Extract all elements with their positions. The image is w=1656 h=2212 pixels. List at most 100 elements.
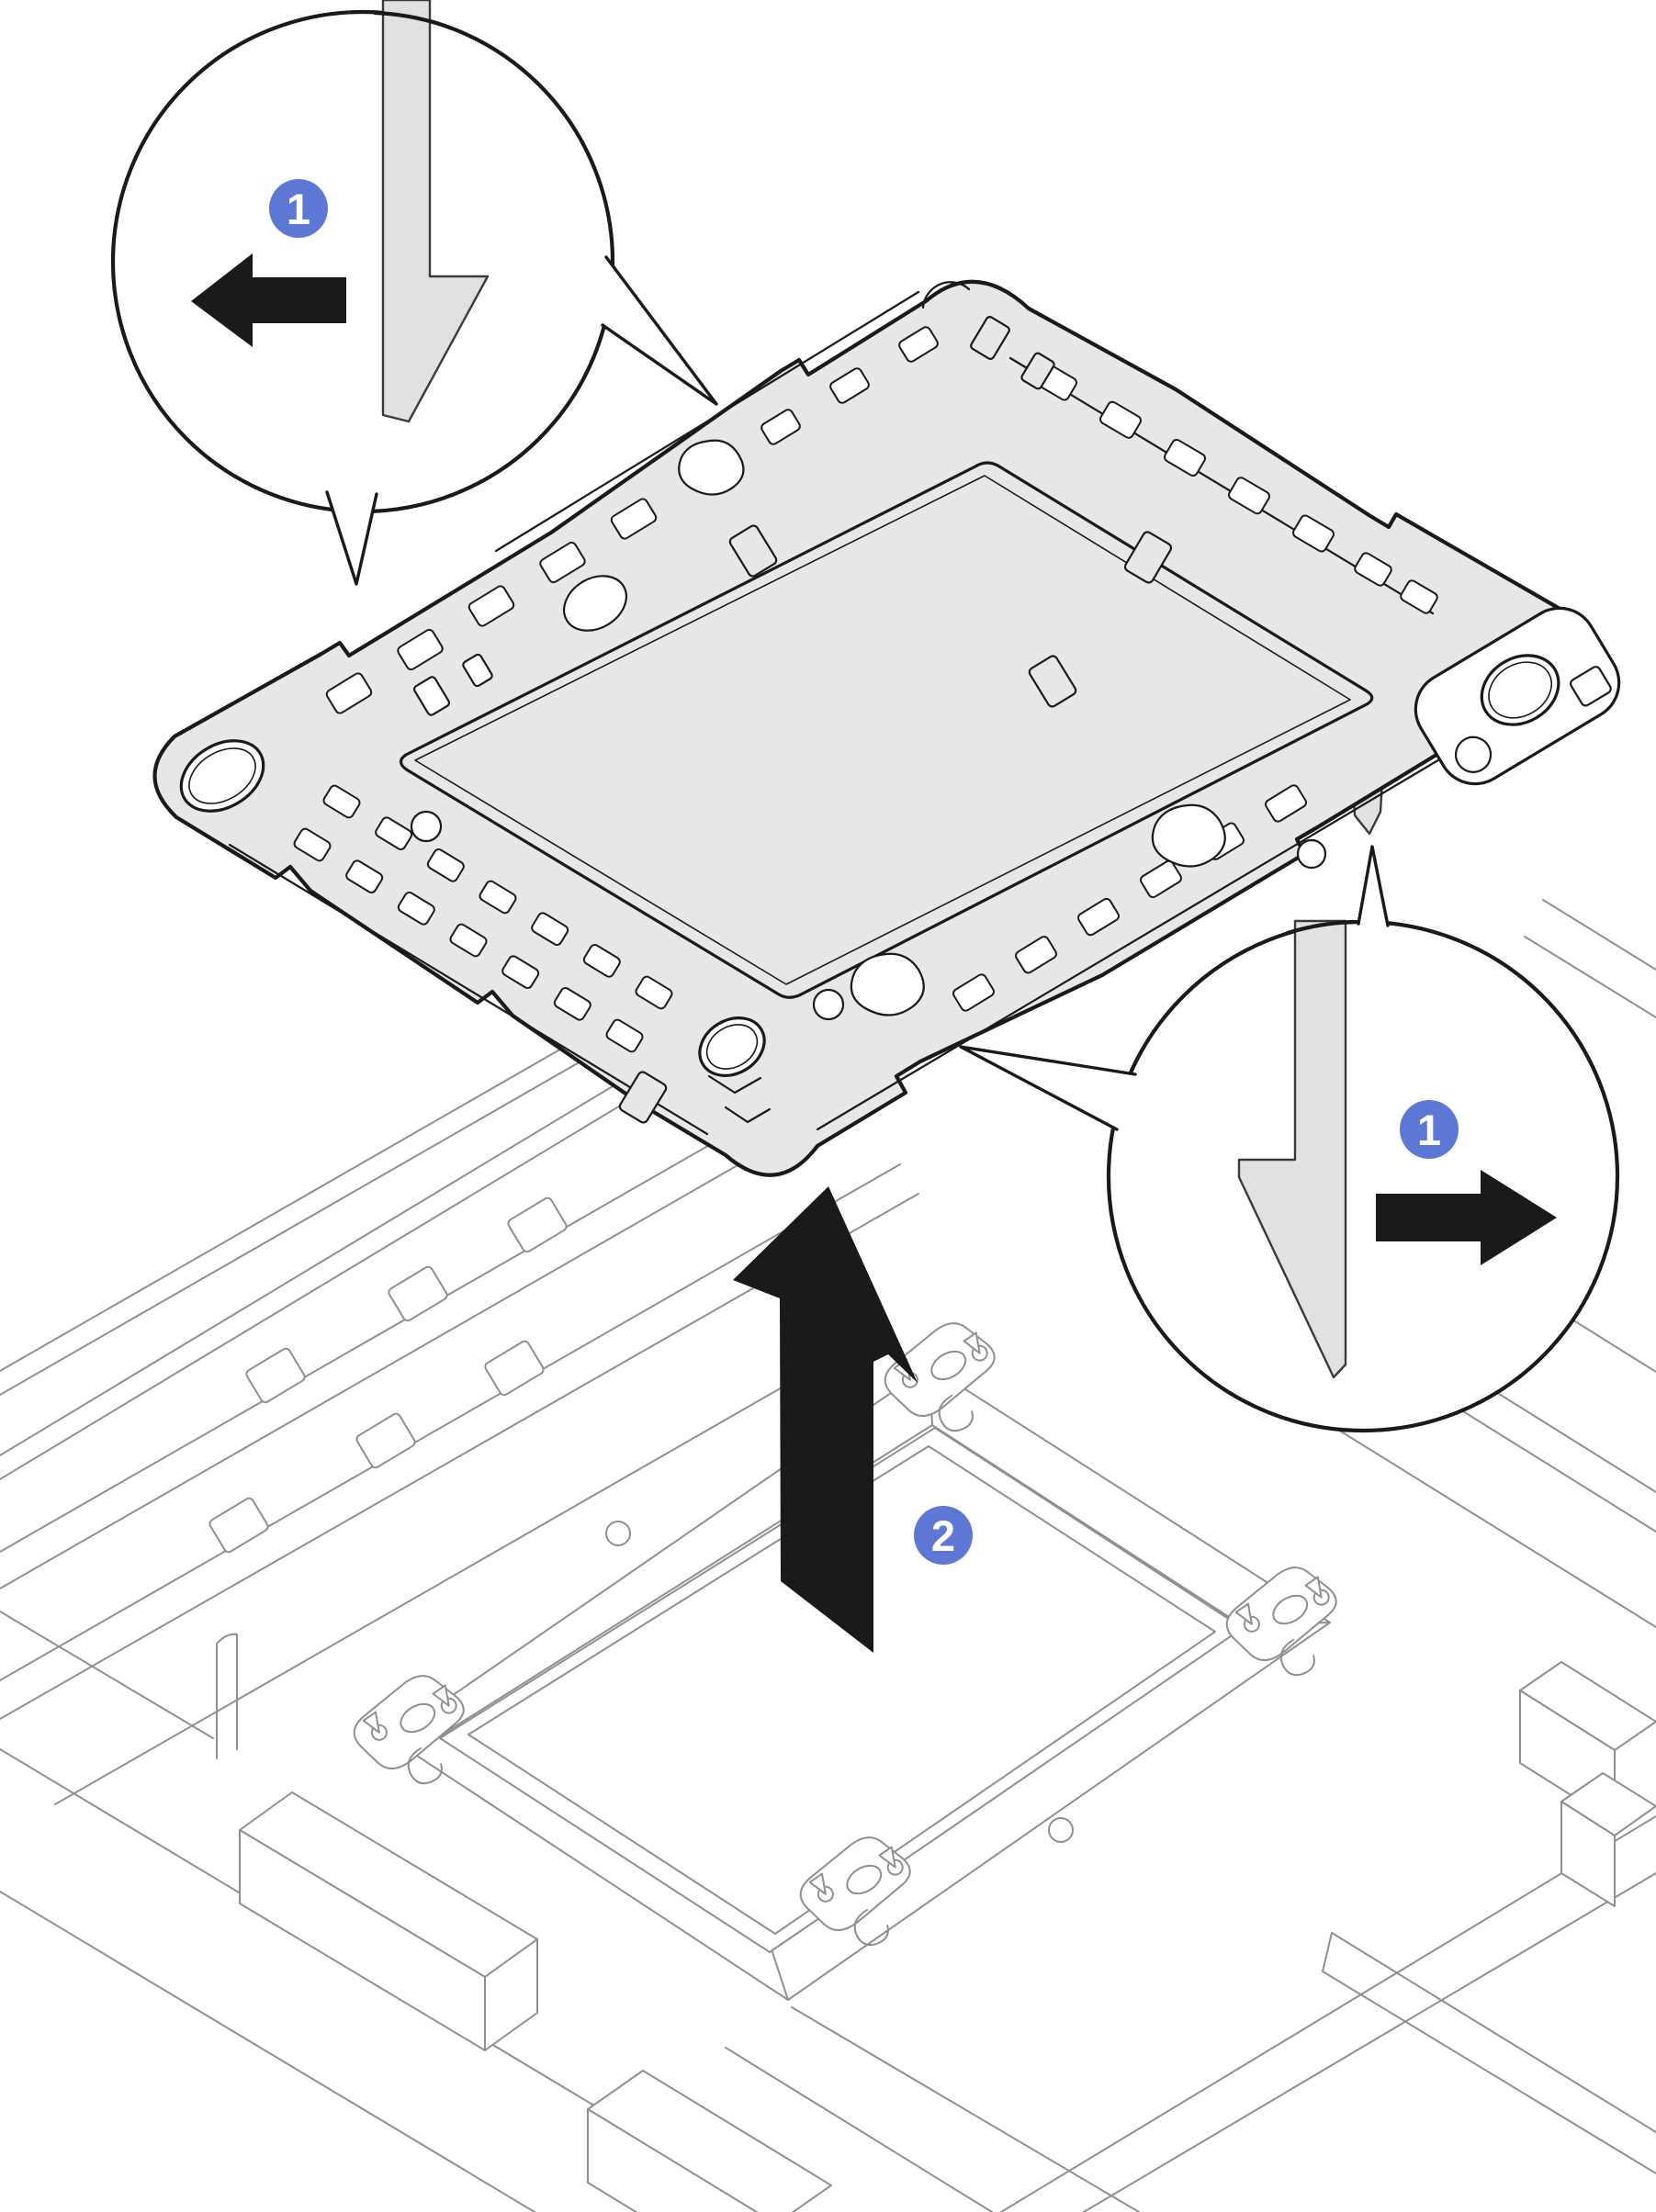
press-left-arrow-icon: [191, 253, 346, 347]
carrier-slot-hole: [760, 409, 801, 445]
carrier-slot-hole: [293, 827, 332, 862]
rail-line: [0, 1163, 901, 1681]
carrier-corner-clip: [462, 653, 493, 688]
platform-edge: [0, 1891, 535, 2212]
rail-tabs: [208, 1196, 568, 1554]
platform-edge: [0, 1611, 214, 1739]
rail-tab: [245, 1347, 306, 1404]
carrier-slot-hole: [1077, 897, 1120, 937]
carrier-inner-step: [414, 475, 1351, 985]
leader-pointer: [601, 255, 718, 406]
carrier-corner-hole-west: [179, 739, 265, 813]
connector-block-left: [239, 1791, 538, 2051]
carrier-slot-hole: [1164, 438, 1206, 477]
carrier-slot-hole: [605, 1018, 644, 1053]
callout-arc-overlay: [1285, 919, 1356, 936]
leader-pointer: [959, 1045, 1137, 1131]
carrier-slot-hole: [375, 816, 413, 850]
carrier-slot-hole: [1015, 936, 1057, 974]
carrier-clip-tabs: [618, 524, 1173, 1124]
socket-hole: [1048, 1817, 1074, 1843]
carrier-triangle-marks: [707, 1074, 772, 1124]
carrier-corner-clip: [412, 676, 451, 716]
step-1-badge-number: 1: [1417, 1106, 1441, 1154]
right-upper-lines: [1524, 899, 1656, 1018]
step-2-badge-number: 2: [931, 1511, 955, 1560]
carrier-slot-hole: [449, 923, 488, 958]
lift-arrow-icon: [733, 1186, 918, 1653]
carrier-slot-hole: [635, 975, 673, 1010]
carrier-slot-hole: [1292, 514, 1335, 553]
carrier-slot-hole: [952, 973, 995, 1012]
carrier-slot-hole: [479, 880, 517, 915]
leader-pointer: [1357, 845, 1390, 927]
carrier-slot-hole: [345, 859, 384, 893]
carrier-slot-hole: [829, 367, 870, 404]
carrier-slot-hole: [397, 628, 444, 671]
carrier-corner-plate-east: [1414, 606, 1621, 786]
carrier-clip-tab: [1028, 655, 1077, 708]
carrier-slot-hole: [553, 987, 591, 1021]
callout-arc-overlay: [372, 10, 442, 27]
step-2-badge: [914, 1506, 973, 1565]
carrier-slot-hole: [1265, 784, 1307, 823]
rail-tab: [507, 1196, 568, 1253]
carrier-slot-hole: [1354, 552, 1392, 587]
carrier-clip-tab: [1123, 531, 1173, 584]
carrier-slot-hole: [322, 784, 361, 819]
press-right-arrow-icon: [1376, 1170, 1557, 1265]
carrier-slot-hole: [1400, 579, 1438, 614]
socket-hole: [605, 1521, 631, 1546]
carrier-slot-hole: [1228, 477, 1270, 515]
retaining-clip-icon: [1237, 919, 1347, 1379]
carrier-keyhole: [850, 952, 925, 1016]
bottom-right-wall: [1322, 1932, 1656, 2174]
carrier-slot-hole: [582, 944, 621, 978]
callout-left: 1: [110, 0, 718, 586]
callout-circle-right: [1106, 919, 1620, 1433]
connector-block-right-2: [1560, 1772, 1656, 1907]
rail-tab: [484, 1340, 545, 1397]
step-1-badge-right: [1400, 1100, 1459, 1159]
carrier-slot-hole: [426, 848, 465, 882]
carrier-slot-hole: [1099, 400, 1142, 439]
connector-block-bottom: [587, 2070, 832, 2212]
bottom-right-lines: [1000, 1815, 1656, 2212]
step-1-badge-number: 1: [287, 185, 310, 233]
callout-circle-left: [110, 9, 615, 514]
processor-carrier-illustration: [152, 279, 1621, 1177]
carrier-band-hole: [563, 575, 627, 632]
carrier-slot-hole: [539, 541, 586, 584]
carrier-clip-tab: [728, 524, 778, 578]
carrier-corner-clip: [1020, 352, 1055, 390]
platform-edge: [725, 2006, 1140, 2212]
carrier-slot-hole: [501, 955, 540, 989]
leader-pointer: [325, 490, 378, 586]
lift-step-group: 2: [733, 1186, 973, 1653]
carrier-small-hole: [1296, 838, 1327, 870]
rail-tab: [388, 1265, 448, 1322]
callout-right: 1: [959, 845, 1620, 1433]
carrier-small-hole: [812, 988, 845, 1021]
carrier-corner-clip: [970, 316, 1010, 360]
carrier-slot-hole: [325, 672, 373, 714]
carrier-slot-hole: [397, 892, 435, 926]
cpu-package: [439, 1427, 1244, 1953]
carrier-keyhole: [1151, 803, 1226, 868]
carrier-slot-hole: [610, 498, 658, 540]
carrier-corner-hole-south: [698, 1016, 766, 1077]
carrier-clip-tab: [618, 1071, 668, 1124]
carrier-inner-window: [399, 461, 1374, 999]
left-wall-cap: [216, 1633, 238, 1759]
carrier-slot-hole: [468, 585, 515, 627]
rail-tab: [355, 1412, 416, 1469]
carrier-small-hole: [410, 810, 443, 843]
rail-line: [54, 1361, 828, 1805]
carrier-slot-hole: [531, 912, 569, 946]
band-edge-lines: [228, 290, 1545, 1136]
retaining-clip-icon: [381, 0, 490, 423]
socket-board-illustration: [0, 734, 1656, 2212]
step-1-badge-left: [269, 179, 328, 238]
